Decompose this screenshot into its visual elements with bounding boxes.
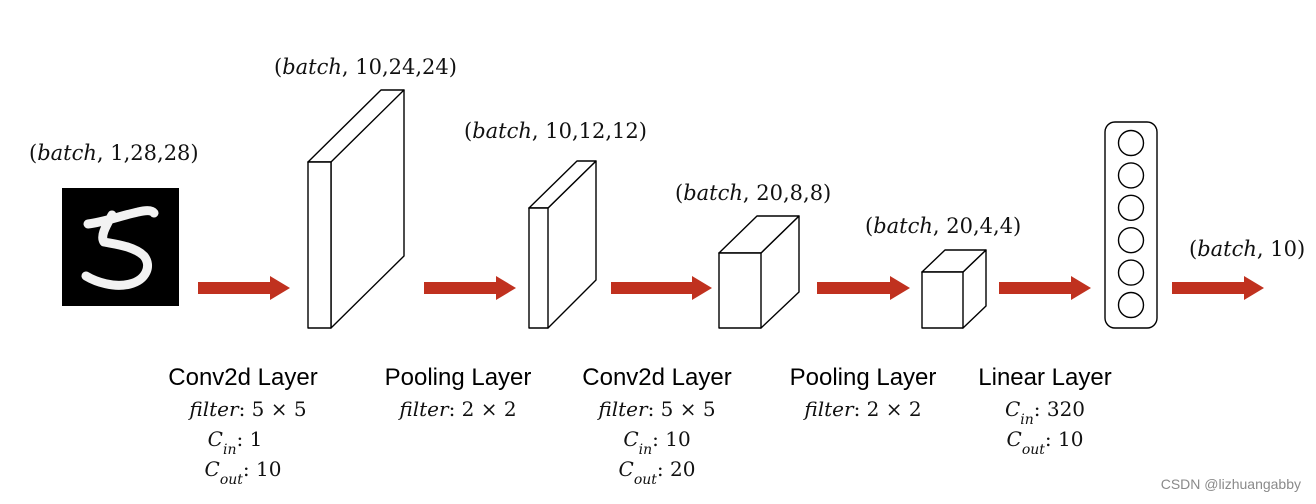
flow-arrow xyxy=(611,276,712,300)
layer-name-conv2: Conv2d Layer xyxy=(582,364,731,391)
param-filter: filter: 5 × 5 xyxy=(187,397,306,421)
layer-name-linear: Linear Layer xyxy=(978,364,1111,391)
output-neuron xyxy=(1117,162,1145,189)
tensor-dims: , 10,12,12) xyxy=(532,119,647,143)
watermark: CSDN @lizhuangabby xyxy=(1161,476,1301,492)
layer-params-linear: Cin: 320 Cout: 10 xyxy=(1005,397,1085,458)
tensor-dims: , 10,24,24) xyxy=(342,55,457,79)
flow-arrow xyxy=(198,276,290,300)
param-cin: Cin: 320 xyxy=(1005,397,1085,428)
output-neuron xyxy=(1117,194,1145,222)
tensor-var: batch xyxy=(282,55,342,79)
tensor-var: batch xyxy=(873,214,933,238)
tensor-shape-label-pool1: (batch, 10,12,12) xyxy=(464,119,647,143)
digit-five-stroke xyxy=(81,206,159,290)
tensor-shape-label-conv2: (batch, 20,8,8) xyxy=(675,181,831,205)
flow-arrow xyxy=(817,276,910,300)
param-filter: filter: 5 × 5 xyxy=(596,397,715,421)
output-neuron xyxy=(1117,291,1145,319)
layer-params-conv1: filter: 5 × 5 Cin: 1 Cout: 10 xyxy=(187,397,306,488)
tensor-shape-label-input: (batch, 1,28,28) xyxy=(29,141,199,165)
tensor-shape-label-conv1: (batch, 10,24,24) xyxy=(274,55,457,79)
param-cout: Cout: 10 xyxy=(1007,427,1084,458)
tensor-var: batch xyxy=(683,181,743,205)
tensor-dims: , 20,4,4) xyxy=(933,214,1021,238)
flow-arrow xyxy=(1172,276,1264,300)
output-neuron xyxy=(1117,129,1145,157)
param-filter: filter: 2 × 2 xyxy=(802,397,921,421)
feature-map-pool1 xyxy=(528,160,597,329)
input-image xyxy=(62,188,179,306)
tensor-var: batch xyxy=(472,119,532,143)
layer-name-pool1: Pooling Layer xyxy=(385,364,532,391)
param-cin: Cin: 1 xyxy=(208,427,263,458)
feature-map-conv1 xyxy=(307,89,405,329)
layer-params-pool1: filter: 2 × 2 xyxy=(397,397,516,421)
flow-arrow xyxy=(999,276,1091,300)
layer-params-pool2: filter: 2 × 2 xyxy=(802,397,921,421)
feature-map-pool2 xyxy=(921,249,987,329)
param-filter: filter: 2 × 2 xyxy=(397,397,516,421)
tensor-shape-label-pool2: (batch, 20,4,4) xyxy=(865,214,1021,238)
layer-params-conv2: filter: 5 × 5 Cin: 10 Cout: 20 xyxy=(596,397,715,488)
layer-name-pool2: Pooling Layer xyxy=(790,364,937,391)
tensor-dims: , 10) xyxy=(1257,237,1305,261)
tensor-var: batch xyxy=(1197,237,1257,261)
tensor-dims: , 20,8,8) xyxy=(743,181,831,205)
layer-name-conv1: Conv2d Layer xyxy=(168,364,317,391)
tensor-var: batch xyxy=(37,141,97,165)
output-neuron xyxy=(1117,226,1145,254)
param-cin: Cin: 10 xyxy=(623,427,690,458)
flow-arrow xyxy=(424,276,516,300)
feature-map-conv2 xyxy=(718,215,800,329)
tensor-shape-label-output: (batch, 10) xyxy=(1189,237,1305,261)
tensor-dims: , 1,28,28) xyxy=(97,141,199,165)
output-neuron-column xyxy=(1104,121,1158,329)
output-neuron xyxy=(1117,259,1145,286)
param-cout: Cout: 20 xyxy=(619,457,696,488)
param-cout: Cout: 10 xyxy=(205,457,282,488)
